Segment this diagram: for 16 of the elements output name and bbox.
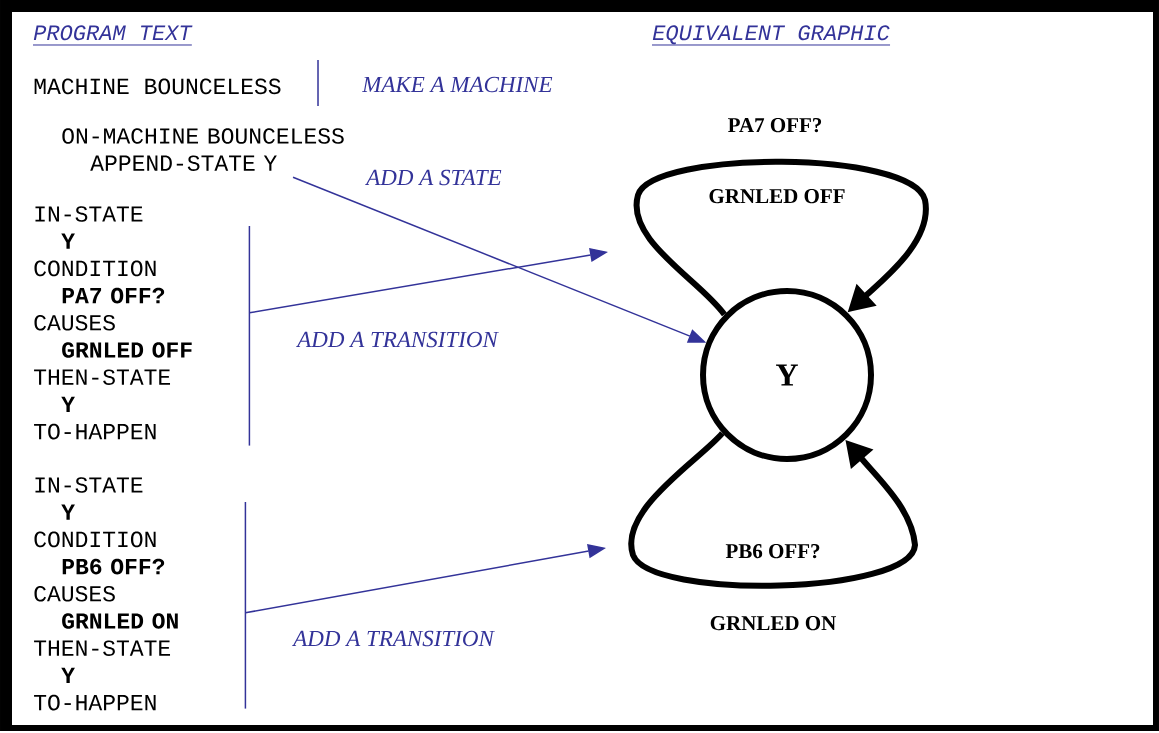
condition-text: PA7 OFF? [728, 118, 822, 133]
code-text: ON-MACHINE BOUNCELESS APPEND-STATE Y [62, 128, 344, 171]
annotation: MAKE A MACHINE [361, 76, 553, 93]
edge-label: ADD A TRANSITION [295, 330, 499, 349]
loop-arrow [633, 158, 929, 317]
edge-label: ADD A TRANSITION [291, 629, 495, 648]
loop-arrow [628, 431, 918, 589]
heading: PROGRAM TEXT [32, 25, 193, 46]
condition-text: PB6 OFF? [725, 544, 820, 559]
action-text: GRNLED ON [710, 616, 836, 631]
code-text: IN-STATE Y CONDITION PB6 OFF? CAUSES GRNLED ON THEN-STATE Y TO-HAPPEN [34, 477, 178, 711]
edge-label: ADD A STATE [364, 168, 503, 187]
heading: EQUIVALENT GRAPHIC [651, 25, 891, 46]
code-text: IN-STATE Y CONDITION PA7 OFF? CAUSES GRNLED OFF THEN-STATE Y TO-HAPPEN [34, 206, 192, 440]
action-text: GRNLED OFF [709, 189, 845, 204]
code-text: MACHINE BOUNCELESS [34, 78, 281, 95]
